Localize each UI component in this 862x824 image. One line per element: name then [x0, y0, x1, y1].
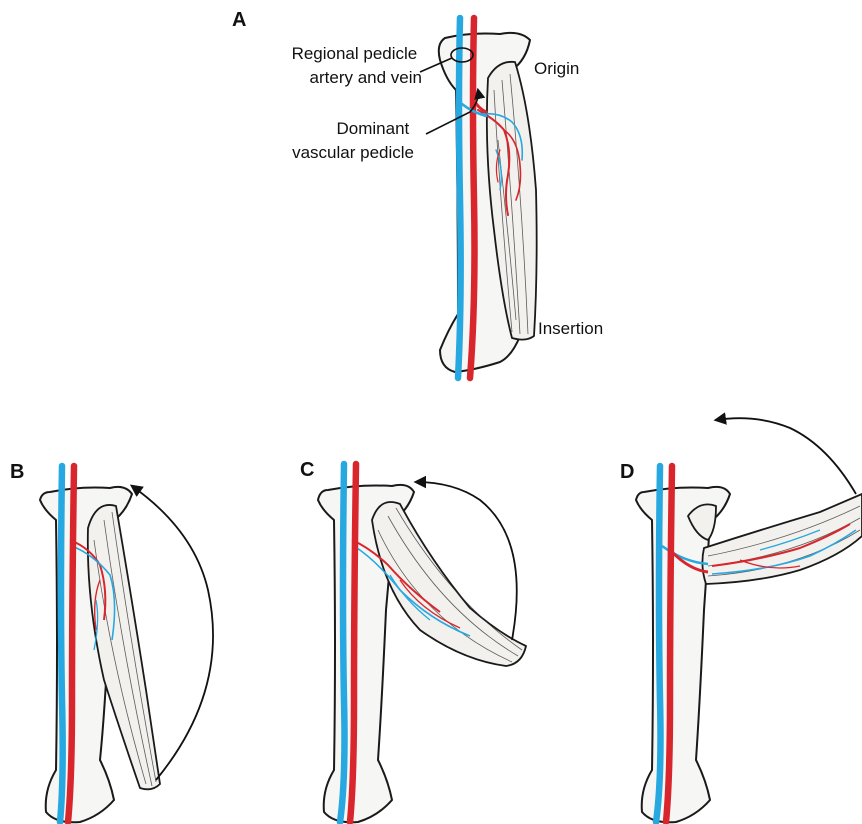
- main-vein-a: [458, 18, 461, 378]
- panel-letter-c: C: [300, 459, 314, 481]
- label-origin: Origin: [534, 59, 579, 78]
- bone-d: [636, 487, 730, 822]
- svg-text:Regional pedicle artery: Regional pedicle artery and vein: [292, 44, 422, 87]
- panel-letter-a: A: [232, 9, 246, 31]
- panel-d: D: [620, 418, 862, 822]
- label-insertion: Insertion: [538, 319, 603, 338]
- label-dominant-line1: Dominant: [337, 119, 410, 138]
- label-dominant-line2: vascular pedicle: [292, 143, 414, 162]
- panel-a: A Regional pedicle art: [232, 9, 603, 378]
- panel-c: C: [300, 459, 526, 822]
- svg-text:Dominant vascular pedicl: Dominant vascular pedicle: [292, 119, 414, 162]
- panel-letter-d: D: [620, 461, 634, 483]
- rotation-arrow-d: [716, 418, 856, 494]
- label-regional-pedicle-line1: Regional pedicle: [292, 44, 418, 63]
- muscle-d: [702, 494, 862, 584]
- panel-letter-b: B: [10, 461, 24, 483]
- main-vein-b: [60, 466, 63, 822]
- label-regional-pedicle-line2: artery and vein: [310, 68, 422, 87]
- panel-b: B: [10, 461, 213, 822]
